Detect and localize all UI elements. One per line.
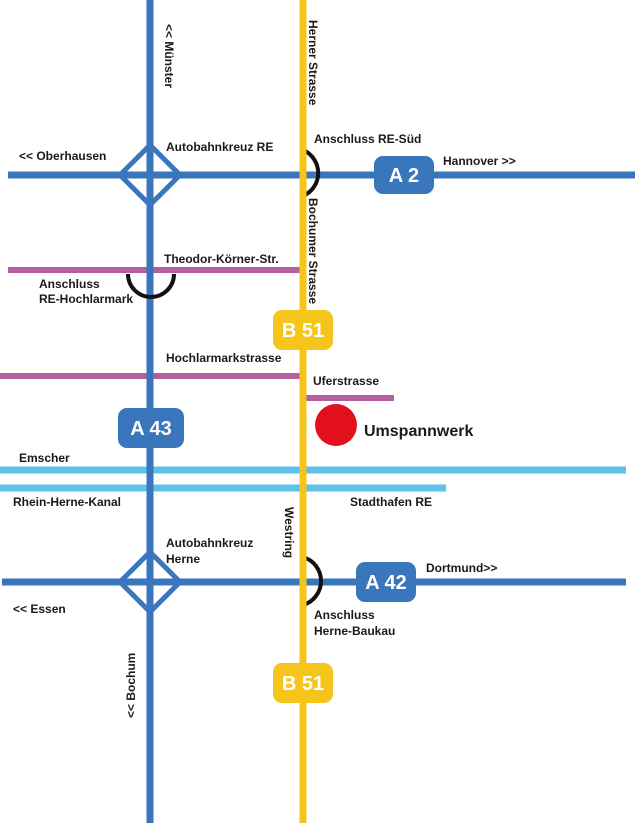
label-anschluss-re-sued: Anschluss RE-Süd <box>314 132 421 146</box>
label-herner-strasse: Herner Strasse <box>306 20 320 106</box>
label-autobahnkreuz-herne-1: Autobahnkreuz <box>166 536 253 550</box>
label-emscher: Emscher <box>19 451 70 465</box>
label-autobahnkreuz-herne-2: Herne <box>166 552 200 566</box>
label-bochum: << Bochum <box>124 653 138 718</box>
label-dortmund: Dortmund>> <box>426 561 497 575</box>
label-theodor-koerner: Theodor-Körner-Str. <box>164 252 279 266</box>
svg-text:B 51: B 51 <box>282 320 324 342</box>
label-anschluss-baukau-1: Anschluss <box>314 608 375 622</box>
anschluss-herne-baukau-arc <box>302 555 323 607</box>
label-anschluss-baukau-2: Herne-Baukau <box>314 624 395 638</box>
autobahnkreuz-re-diamond <box>116 141 184 209</box>
label-umspannwerk: Umspannwerk <box>364 423 473 440</box>
label-autobahnkreuz-re: Autobahnkreuz RE <box>166 140 273 154</box>
umspannwerk-marker <box>315 404 357 446</box>
b51-shield-bottom: B 51 <box>273 663 333 703</box>
svg-text:B 51: B 51 <box>282 673 324 695</box>
label-uferstrasse: Uferstrasse <box>313 374 379 388</box>
label-muenster: << Münster <box>162 24 176 88</box>
a42-shield: A 42 <box>356 562 416 602</box>
label-anschluss-hochlarmark-2: RE-Hochlarmark <box>39 292 133 306</box>
label-anschluss-hochlarmark-1: Anschluss <box>39 277 100 291</box>
anschluss-re-sued-arc <box>302 148 321 198</box>
svg-text:A 2: A 2 <box>389 165 419 187</box>
svg-text:A 43: A 43 <box>130 418 172 440</box>
autobahnkreuz-herne-diamond <box>116 548 184 616</box>
label-westring: Westring <box>282 507 296 558</box>
label-hochlarmarkstrasse: Hochlarmarkstrasse <box>166 351 282 365</box>
anschluss-hochlarmark-arc <box>126 273 176 299</box>
a43-shield: A 43 <box>118 408 184 448</box>
svg-text:A 42: A 42 <box>365 572 407 594</box>
a2-shield: A 2 <box>374 156 434 194</box>
label-stadthafen: Stadthafen RE <box>350 495 432 509</box>
label-essen: << Essen <box>13 602 66 616</box>
label-hannover: Hannover >> <box>443 154 516 168</box>
label-rhein-herne-kanal: Rhein-Herne-Kanal <box>13 495 121 509</box>
label-bochumer-strasse: Bochumer Strasse <box>306 198 320 304</box>
label-oberhausen: << Oberhausen <box>19 149 106 163</box>
b51-shield-top: B 51 <box>273 310 333 350</box>
